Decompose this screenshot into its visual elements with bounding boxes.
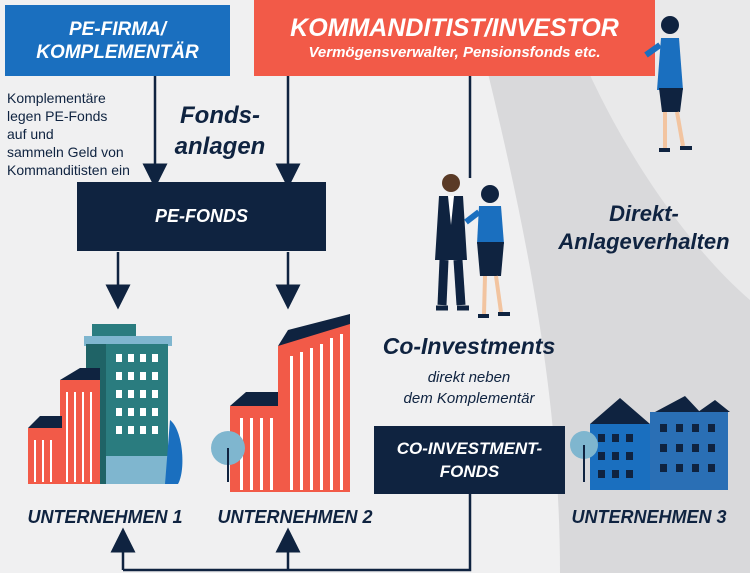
company-label-1: UNTERNEHMEN 1 <box>27 507 183 527</box>
complementary-note: Komplementäre legen PE-Fonds auf und sam… <box>7 89 130 179</box>
note-line-1: Komplementäre <box>7 90 106 106</box>
line-cofonds-bottom <box>123 494 472 572</box>
investor-subtitle: Vermögensverwalter, Pensionsfonds etc. <box>308 44 601 61</box>
handshake-people-icon <box>435 174 510 318</box>
building-icon-u3 <box>570 396 730 490</box>
building-icon-u2 <box>211 314 350 492</box>
pe-fonds-label: PE-FONDS <box>154 206 248 226</box>
tree-icon <box>570 431 598 482</box>
direkt-line-2: Anlageverhalten <box>558 229 730 254</box>
pe-firma-line-2: KOMPLEMENTÄR <box>36 41 199 63</box>
note-line-2: legen PE-Fonds <box>7 108 108 124</box>
fondsanlagen-label: Fonds- anlagen <box>165 100 275 162</box>
co-sub-line-1: direkt neben <box>427 369 511 386</box>
company-label-2: UNTERNEHMEN 2 <box>217 507 373 527</box>
building-icon-u1 <box>28 324 183 484</box>
note-line-3: auf und <box>7 126 54 142</box>
tree-icon <box>211 431 245 482</box>
fondsanlagen-line-1: Fonds- <box>180 102 260 129</box>
direkt-line-1: Direkt- <box>609 201 679 226</box>
pe-fonds-box: PE-FONDS <box>77 182 326 251</box>
co-fonds-line-2: FONDS <box>439 462 500 481</box>
fondsanlagen-line-2: anlagen <box>174 133 266 160</box>
investor-title: KOMMANDITIST/INVESTOR <box>290 14 619 42</box>
company-label-3: UNTERNEHMEN 3 <box>571 507 727 527</box>
person-standing-icon <box>644 16 692 152</box>
co-investments-sub: direkt neben dem Komplementär <box>364 367 574 409</box>
pe-firma-box: PE-FIRMA/ KOMPLEMENTÄR <box>5 5 230 76</box>
pe-firma-line-1: PE-FIRMA/ <box>68 18 167 40</box>
direkt-label: Direkt- Anlageverhalten <box>536 200 750 256</box>
co-sub-line-2: dem Komplementär <box>403 390 535 407</box>
note-line-4: sammeln Geld von <box>7 144 124 160</box>
investor-box: KOMMANDITIST/INVESTOR Vermögensverwalter… <box>254 0 655 76</box>
co-investments-title: Co-Investments <box>382 333 556 359</box>
note-line-5: Kommanditisten ein <box>7 162 130 178</box>
co-investment-fonds-box: CO-INVESTMENT- FONDS <box>374 426 565 494</box>
co-fonds-line-1: CO-INVESTMENT- <box>396 439 543 458</box>
